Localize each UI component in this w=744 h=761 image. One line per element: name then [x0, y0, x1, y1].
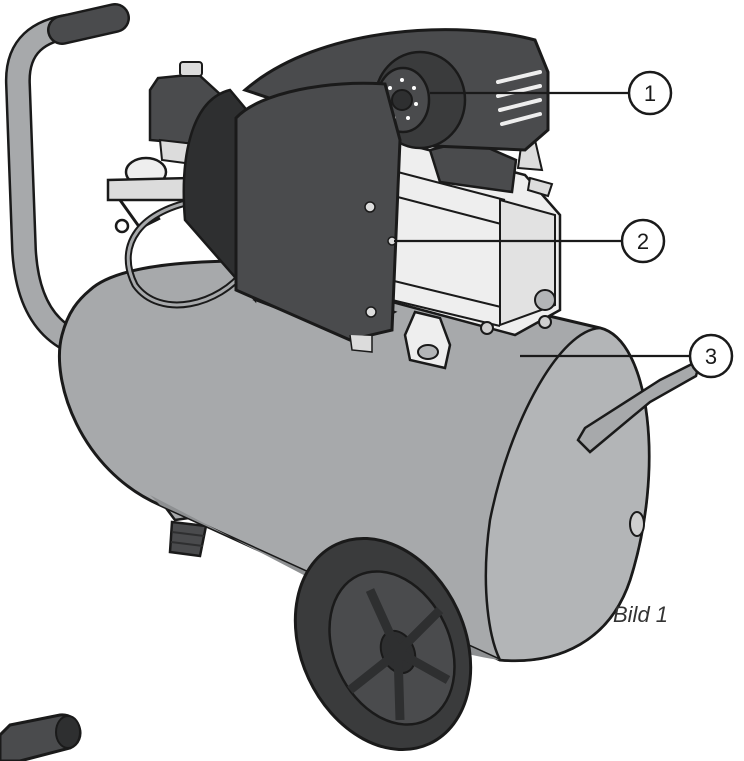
cylinder-head [242, 28, 550, 194]
figure-caption: Bild 1 [613, 602, 669, 627]
svg-text:1: 1 [644, 81, 656, 106]
callout-3: 3 [688, 333, 734, 379]
wheel-icon [0, 713, 82, 761]
wheel-icon [293, 536, 473, 752]
callout-2: 2 [620, 218, 666, 264]
pressure-gauge [106, 156, 192, 234]
callout-leaders [394, 91, 690, 358]
motor-cover [182, 81, 402, 353]
svg-text:2: 2 [637, 229, 649, 254]
callout-1: 1 [627, 70, 673, 116]
pump-block [383, 138, 562, 370]
svg-text:3: 3 [705, 344, 717, 369]
air-tank [57, 259, 702, 663]
